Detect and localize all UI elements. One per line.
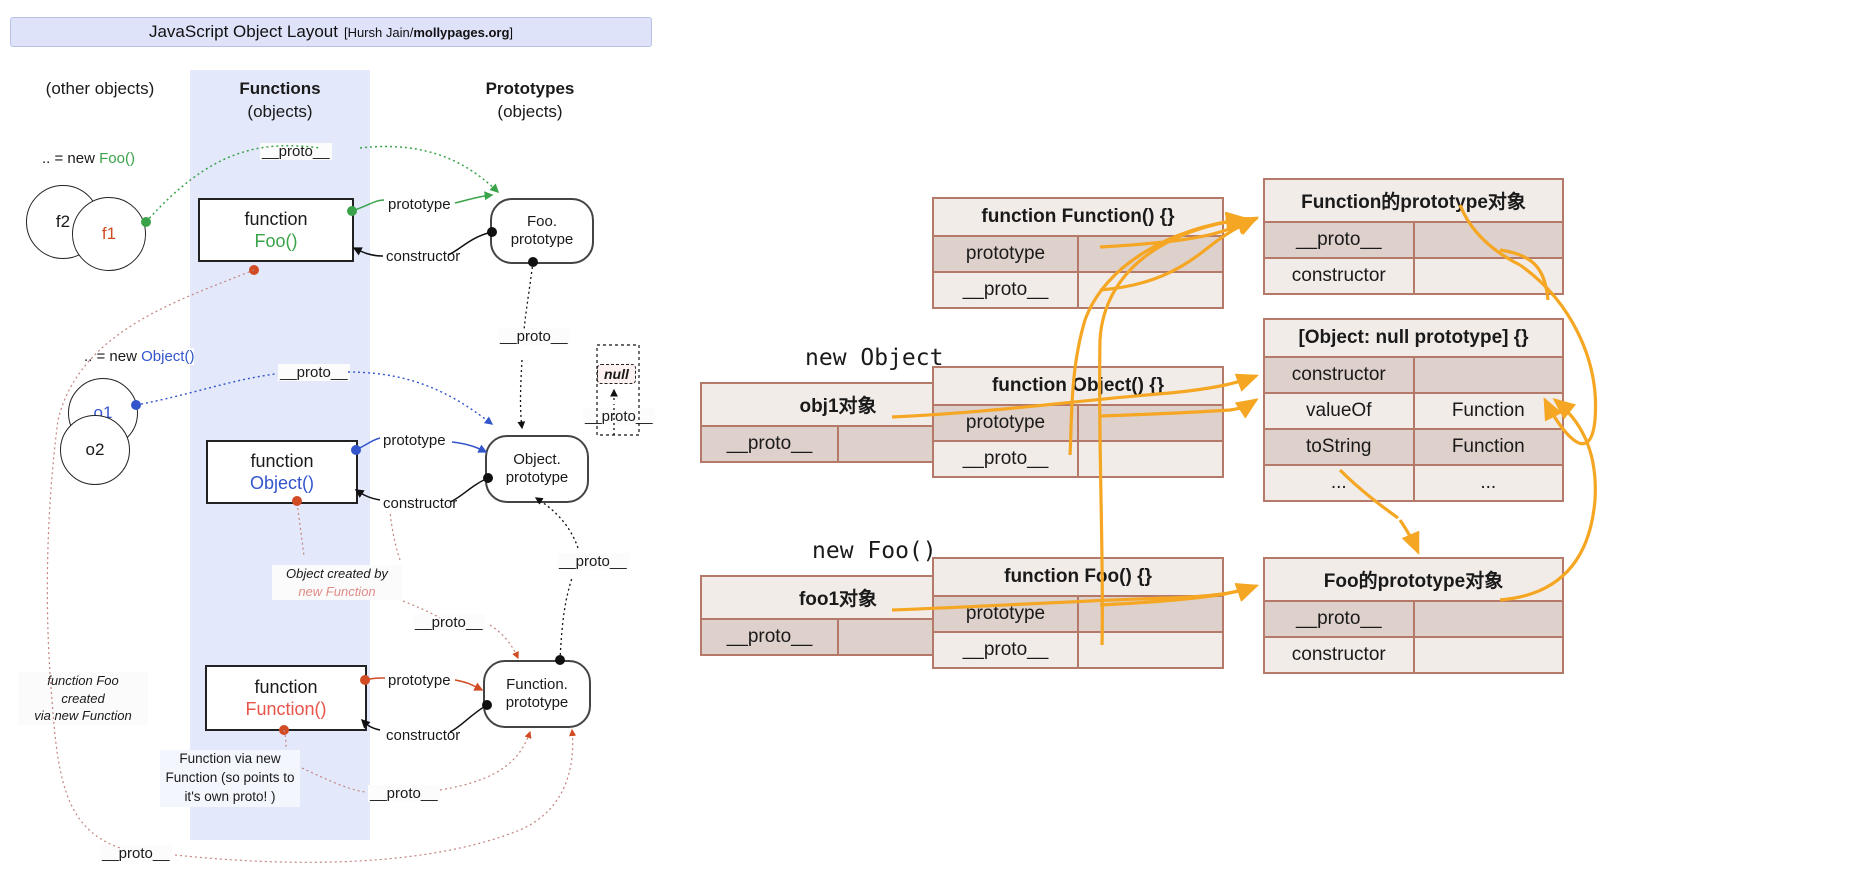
table-function-Object: function Object() {} prototype __proto__ [932, 366, 1224, 478]
row-key: __proto__ [1265, 223, 1415, 257]
table-row: __proto__ [934, 273, 1222, 307]
row-key: __proto__ [702, 620, 839, 654]
object-instance-caption: .. = new Object() [84, 348, 195, 365]
diagram-title: JavaScript Object Layout [148, 22, 338, 41]
edge-label-constructor-foo: constructor [386, 248, 461, 265]
table-row: constructor [1265, 358, 1562, 394]
table-header: function Object() {} [934, 368, 1222, 406]
table-row: constructor [1265, 259, 1562, 293]
edge-label-prototype-object: prototype [383, 432, 446, 449]
caption-new-object: new Object [805, 345, 944, 371]
function-box-object: function Object() [206, 440, 358, 504]
table-header: Function的prototype对象 [1265, 180, 1562, 223]
table-function-Foo: function Foo() {} prototype __proto__ [932, 557, 1224, 669]
prototype-box-foo: Foo. prototype [490, 198, 594, 264]
table-row: __proto__ [1265, 602, 1562, 638]
row-key: __proto__ [934, 442, 1079, 476]
row-key: prototype [934, 406, 1079, 440]
table-null-prototype-object: [Object: null prototype] {} constructor … [1263, 318, 1564, 502]
row-key: __proto__ [934, 273, 1079, 307]
row-value [1079, 633, 1222, 667]
note-function-via-new: Function via new Function (so points to … [160, 750, 300, 807]
edge-label-prototype-function: prototype [388, 672, 451, 689]
function-box-function: function Function() [205, 665, 367, 731]
row-key: toString [1265, 430, 1415, 464]
null-box: null [597, 364, 636, 384]
edge-label-proto-fooproto: __proto__ [498, 328, 570, 345]
table-row: __proto__ [934, 442, 1222, 476]
right-diagram-panel: new Object new Foo() obj1对象 __proto__ fo… [700, 0, 1875, 876]
table-row: prototype [934, 237, 1222, 273]
row-value [1079, 237, 1222, 271]
row-key: ... [1265, 466, 1415, 500]
row-key: constructor [1265, 259, 1415, 293]
foo-instance-caption: .. = new Foo() [42, 150, 135, 167]
row-value [1414, 259, 1562, 293]
column-heading-prototypes: Prototypes (objects) [485, 79, 575, 121]
table-row: constructor [1265, 638, 1562, 672]
row-value: Function [1414, 430, 1562, 464]
table-row: toString Function [1265, 430, 1562, 466]
row-value [1414, 638, 1562, 672]
row-key: __proto__ [1265, 602, 1415, 636]
instance-circle-o2: o2 [60, 415, 130, 485]
note-object-created: Object created by new Function [272, 565, 402, 601]
left-diagram-panel: JavaScript Object Layout [Hursh Jain/mol… [0, 0, 700, 876]
instance-circle-f1: f1 [72, 197, 146, 271]
row-value [1079, 273, 1222, 307]
column-heading-other-objects: (other objects) [45, 79, 155, 98]
edge-label-proto-objectcreated: __proto__ [413, 614, 485, 631]
table-header: obj1对象 [702, 384, 974, 427]
edge-label-proto-o1: __proto__ [278, 364, 350, 381]
table-row: prototype [934, 597, 1222, 633]
edge-label-proto-null: __proto__ [583, 408, 655, 425]
edge-label-constructor-object: constructor [383, 495, 458, 512]
row-key: valueOf [1265, 394, 1415, 428]
table-header: function Foo() {} [934, 559, 1222, 597]
table-row: prototype [934, 406, 1222, 442]
table-row: ... ... [1265, 466, 1562, 500]
table-obj1: obj1对象 __proto__ [700, 382, 976, 463]
row-value [1414, 358, 1562, 392]
row-value [1414, 602, 1562, 636]
table-header: Foo的prototype对象 [1265, 559, 1562, 602]
row-key: __proto__ [934, 633, 1079, 667]
table-Foo-prototype-object: Foo的prototype对象 __proto__ constructor [1263, 557, 1564, 674]
note-function-foo-created: function Foo created via new Function [18, 672, 148, 725]
row-value [1079, 442, 1222, 476]
row-value [1079, 406, 1222, 440]
edge-label-proto-f1: __proto__ [260, 143, 332, 160]
row-value [1414, 223, 1562, 257]
table-header: [Object: null prototype] {} [1265, 320, 1562, 358]
table-row: __proto__ [1265, 223, 1562, 259]
table-foo1: foo1对象 __proto__ [700, 575, 976, 656]
edge-label-constructor-function: constructor [386, 727, 461, 744]
edge-label-proto-objproto: __proto__ [557, 553, 629, 570]
table-function-Function: function Function() {} prototype __proto… [932, 197, 1224, 309]
row-value [1079, 597, 1222, 631]
row-value: Function [1414, 394, 1562, 428]
diagram-credit: [Hursh Jain/mollypages.org] [343, 24, 514, 40]
row-key: __proto__ [702, 427, 839, 461]
row-key: prototype [934, 597, 1079, 631]
edge-label-prototype-foo: prototype [388, 196, 451, 213]
row-value: ... [1414, 466, 1562, 500]
table-row: __proto__ [934, 633, 1222, 667]
diagram-title-banner: JavaScript Object Layout [Hursh Jain/mol… [10, 17, 652, 47]
prototype-box-function: Function. prototype [483, 660, 591, 728]
table-header: function Function() {} [934, 199, 1222, 237]
caption-new-foo: new Foo() [812, 538, 937, 564]
column-heading-functions: Functions (objects) [239, 79, 321, 121]
row-key: constructor [1265, 358, 1415, 392]
edge-label-proto-bottom: __proto__ [100, 845, 172, 862]
edge-label-proto-ownproto: __proto__ [368, 785, 440, 802]
row-key: prototype [934, 237, 1079, 271]
function-box-foo: function Foo() [198, 198, 354, 262]
table-Function-prototype-object: Function的prototype对象 __proto__ construct… [1263, 178, 1564, 295]
prototype-box-object: Object. prototype [485, 435, 589, 503]
row-key: constructor [1265, 638, 1415, 672]
table-row: valueOf Function [1265, 394, 1562, 430]
